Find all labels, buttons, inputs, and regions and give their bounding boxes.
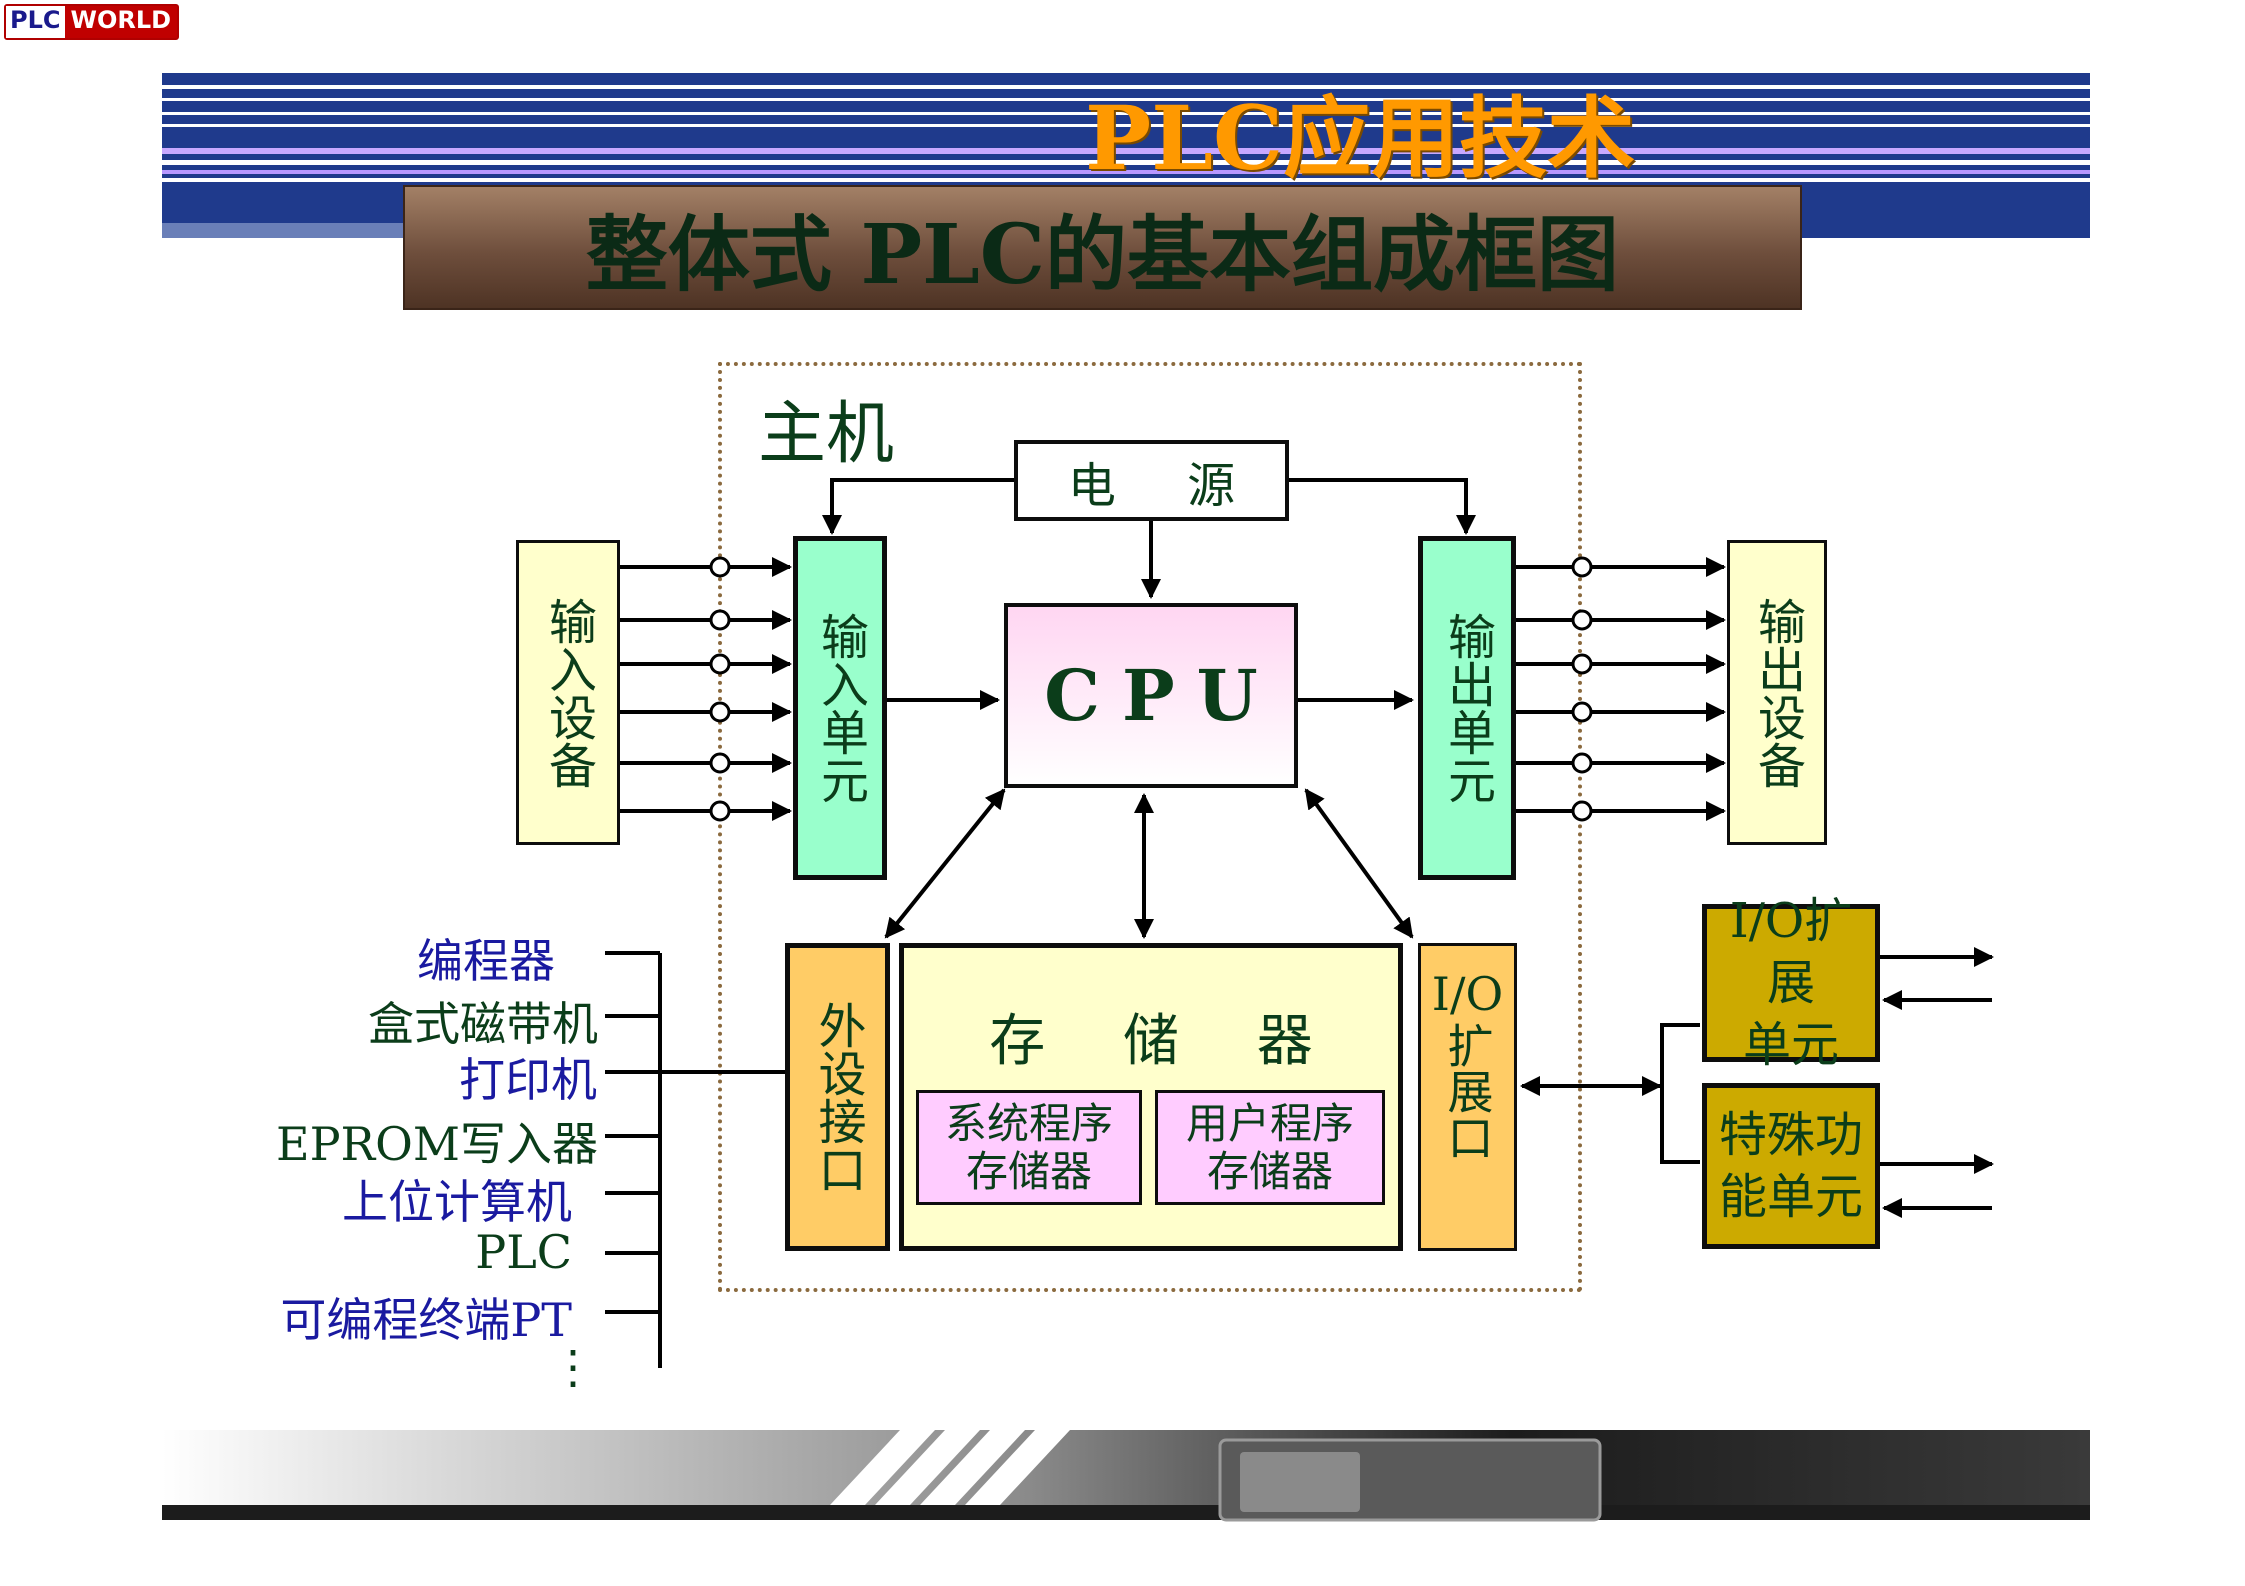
output-device-block: 输出设备 [1727,540,1827,845]
power-supply-label: 电 源 [1067,457,1264,514]
io-expansion-unit-block: I/O扩展单元 [1702,893,1880,1073]
input-unit-block: 输入单元 [793,536,887,880]
logo-plc: PLC [6,6,65,38]
output-device-label: 输出设备 [1749,596,1805,789]
input-unit-label: 输入单元 [812,612,868,804]
plc-world-logo: PLC WORLD [4,4,180,40]
system-memory-line-1: 系统程序 [944,1098,1113,1148]
io-expansion-line-1: I/O扩展 [1729,893,1853,1011]
io-port-head: I/O [1431,967,1504,1021]
logo-world: WORLD [64,6,178,38]
cpu-block: CPU [1004,603,1298,788]
slide-title: 整体式 PLC的基本组成框图 [585,207,1620,303]
input-device-label: 输入设备 [540,596,596,789]
peripheral-host-computer: 上位计算机 [342,1175,572,1229]
course-title: PLC应用技术 [1085,86,1636,190]
special-function-line-1: 特殊功 [1718,1107,1863,1163]
output-unit-label: 输出单元 [1439,612,1495,804]
slide-title-box: 整体式 PLC的基本组成框图 [403,185,1802,310]
memory-label: 存 储 器 [989,1009,1343,1074]
system-memory-block: 系统程序存储器 [916,1090,1142,1205]
cpu-label: CPU [1044,654,1280,737]
peripheral-port-label: 外设接口 [809,1001,866,1193]
host-label: 主机 [758,395,895,474]
output-unit-block: 输出单元 [1418,536,1516,880]
user-memory-block: 用户程序存储器 [1155,1090,1385,1205]
io-expansion-port-block: I/O 扩展口 [1418,943,1517,1251]
power-supply-block: 电 源 [1014,440,1289,521]
peripheral-plc: PLC [475,1225,572,1279]
special-function-line-2: 能单元 [1718,1169,1863,1225]
user-memory-line-1: 用户程序 [1185,1098,1354,1148]
input-device-block: 输入设备 [516,540,620,845]
host-frame [718,362,1582,1292]
peripheral-printer: 打印机 [459,1053,597,1107]
peripheral-programmable-terminal: 可编程终端PT [280,1293,572,1347]
peripheral-programmer: 编程器 [417,934,555,988]
user-memory-line-2: 存储器 [1206,1146,1333,1196]
peripheral-port-block: 外设接口 [785,943,890,1251]
io-port-label: 扩展口 [1440,1022,1495,1160]
system-memory-line-2: 存储器 [965,1146,1092,1196]
more-ellipsis: ⋮ [550,1340,596,1394]
peripheral-cassette: 盒式磁带机 [368,997,598,1051]
special-function-unit-block: 特殊功能单元 [1702,1083,1880,1249]
peripheral-eprom-writer: EPROM写入器 [276,1117,598,1171]
io-expansion-line-2: 单元 [1742,1017,1839,1073]
